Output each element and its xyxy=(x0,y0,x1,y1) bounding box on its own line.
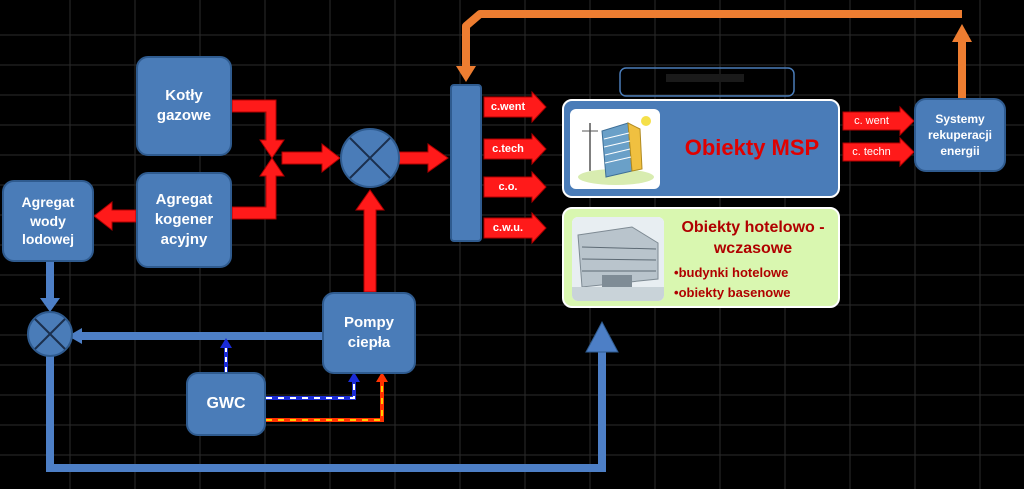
cold-arrowhead-agregat xyxy=(40,298,60,312)
heat-arrow-kotly xyxy=(231,99,285,159)
cold-arrowhead-mixer-left xyxy=(68,328,82,344)
recovery-label-techn: c. techn xyxy=(852,146,891,158)
heat-arrow-pompy-up xyxy=(355,189,385,293)
mixer-left xyxy=(27,311,73,357)
heat-arrow-to-distributor xyxy=(397,143,449,173)
node-kotly-label: Kotły gazowe xyxy=(156,86,212,124)
heat-arrow-kogen xyxy=(231,157,285,220)
node-pompy-label: Pompy ciepła xyxy=(343,313,394,351)
mixer-main xyxy=(340,128,400,188)
node-pompy-ciepla: Pompy ciepła xyxy=(322,292,416,374)
distributor-bar xyxy=(450,84,482,242)
node-systemy-rekuperacji: Systemy rekuperacji energii xyxy=(914,98,1006,172)
header-box-inner xyxy=(666,74,744,82)
hotel-building-image xyxy=(572,217,664,301)
node-systemy-label: Systemy rekuperacji energii xyxy=(927,111,993,159)
gwc-arrowhead-up xyxy=(220,338,232,348)
hotel-list: budynki hotelowe obiekty basenowe xyxy=(674,263,838,303)
output-label-co: c.o. xyxy=(498,181,518,193)
heat-arrow-to-mixer xyxy=(281,142,341,174)
heat-arrow-to-agregat xyxy=(93,200,137,232)
node-kogen-label: Agregat kogener acyjny xyxy=(154,190,214,249)
msp-title: Obiekty MSP xyxy=(684,135,820,160)
panel-obiekty-hotelowe: Obiekty hotelowo - wczasowe budynki hote… xyxy=(562,207,840,308)
output-arrows xyxy=(483,90,547,245)
gwc-arrowhead-blue xyxy=(348,372,360,382)
recovery-label-went: c. went xyxy=(854,115,889,127)
cold-lines xyxy=(46,262,606,472)
recovery-arrows xyxy=(842,105,915,168)
header-box-label xyxy=(620,68,794,96)
node-gwc-label: GWC xyxy=(206,395,246,413)
output-label-went: c.went xyxy=(490,101,526,113)
list-item: budynki hotelowe xyxy=(674,263,838,283)
node-gwc: GWC xyxy=(186,372,266,436)
node-agregat-wody-lodowej: Agregat wody lodowej xyxy=(2,180,94,262)
gwc-links xyxy=(224,345,384,422)
building-illustration-icon xyxy=(578,116,654,185)
node-kotly-gazowe: Kotły gazowe xyxy=(136,56,232,156)
node-agregat-kogeneracyjny: Agregat kogener acyjny xyxy=(136,172,232,268)
cold-arrowhead-up-hotel xyxy=(585,320,619,353)
node-agregat-wody-label: Agregat wody lodowej xyxy=(21,193,75,248)
list-item: obiekty basenowe xyxy=(674,283,838,303)
recovery-loop-arrowhead-down xyxy=(456,66,476,82)
gwc-arrowhead-red xyxy=(376,372,388,382)
panel-obiekty-msp: Obiekty MSP xyxy=(562,99,840,198)
hotel-illustration-icon xyxy=(572,217,664,301)
output-label-tech: c.tech xyxy=(492,143,524,155)
header-box-outline xyxy=(619,67,795,97)
output-label-cwu: c.w.u. xyxy=(492,222,524,234)
msp-building-image xyxy=(570,109,660,189)
hotel-title: Obiekty hotelowo - wczasowe xyxy=(681,219,825,257)
recovery-loop xyxy=(462,10,966,98)
recovery-loop-arrowhead-up xyxy=(952,24,972,42)
